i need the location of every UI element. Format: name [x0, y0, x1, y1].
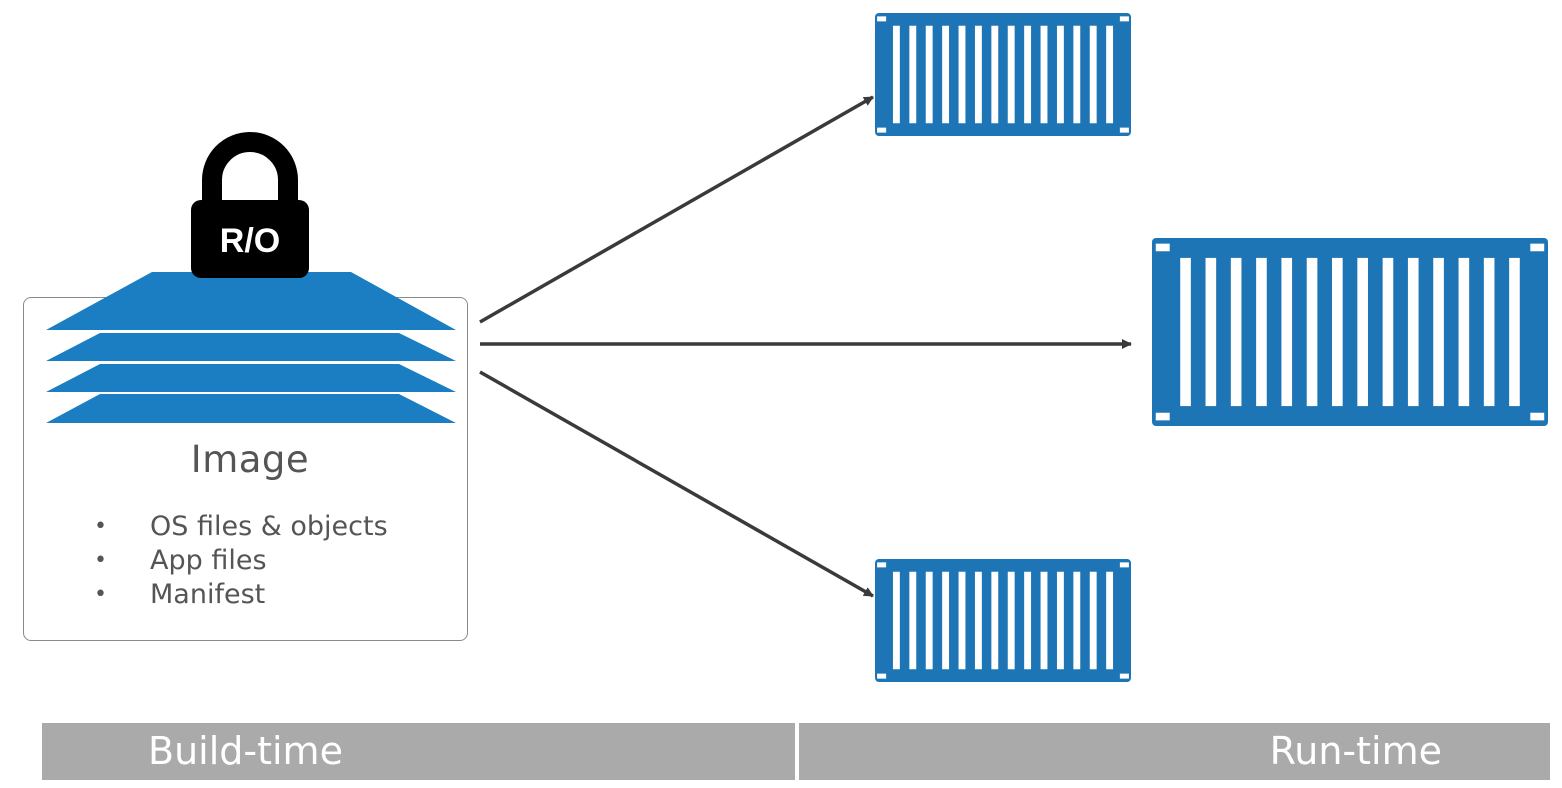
read-only-label: R/O — [220, 222, 280, 260]
shipping-container-icon — [1152, 238, 1548, 426]
container-stripe — [1073, 571, 1081, 670]
container-stripe — [958, 25, 966, 124]
container-stripe — [1106, 25, 1114, 124]
container-stripe — [1180, 257, 1191, 407]
list-item: Manifest — [90, 578, 388, 612]
image-layer — [46, 364, 456, 392]
image-layer — [46, 333, 456, 361]
image-title: Image — [190, 438, 310, 481]
timeline-run-time: Run-time — [799, 723, 1550, 780]
container-stripe — [1056, 25, 1064, 124]
container-stripe — [942, 571, 950, 670]
container-stripe — [1024, 25, 1032, 124]
container-stripe — [974, 25, 982, 124]
container-stripe — [1332, 257, 1343, 407]
container-stripe — [991, 25, 999, 124]
container-middle — [1152, 238, 1548, 426]
arrow-to-container-top — [479, 95, 874, 324]
shipping-container-icon — [875, 559, 1131, 682]
container-stripe — [1040, 25, 1048, 124]
container-stripe — [909, 25, 917, 124]
container-stripe — [974, 571, 982, 670]
image-layer — [46, 272, 456, 330]
container-stripe — [925, 25, 933, 124]
container-stripe — [925, 571, 933, 670]
container-stripe — [1509, 257, 1520, 407]
container-stripe — [1483, 257, 1495, 407]
container-stripe — [958, 571, 966, 670]
container-stripe — [942, 25, 950, 124]
image-contents-list: OS files & objects App files Manifest — [90, 510, 388, 612]
image-layers: R/O — [46, 132, 456, 423]
run-time-label: Run-time — [1269, 729, 1442, 773]
container-stripe — [892, 571, 900, 670]
image-layer — [46, 394, 456, 423]
container-stripe — [1007, 571, 1015, 670]
container-stripe — [1056, 571, 1064, 670]
container-top — [875, 13, 1131, 136]
container-stripe — [909, 571, 917, 670]
timeline-build-time: Build-time — [42, 723, 795, 780]
list-item: App files — [90, 544, 388, 578]
container-stripe — [1089, 25, 1097, 124]
container-stripe — [1040, 571, 1048, 670]
container-stripe — [1306, 257, 1318, 407]
container-stripe — [1230, 257, 1242, 407]
container-stripe — [1357, 257, 1368, 407]
container-bottom — [875, 559, 1131, 682]
container-stripe — [1073, 25, 1081, 124]
container-stripe — [1256, 257, 1267, 407]
container-stripe — [1407, 257, 1419, 407]
container-stripe — [1281, 257, 1293, 407]
container-stripe — [1205, 257, 1217, 407]
list-item: OS files & objects — [90, 510, 388, 544]
container-stripe — [1024, 571, 1032, 670]
build-time-label: Build-time — [148, 729, 343, 773]
padlock-icon: R/O — [191, 132, 309, 278]
container-stripe — [1382, 257, 1394, 407]
container-stripe — [892, 25, 900, 124]
container-stripe — [1458, 257, 1470, 407]
layer-stack-icon — [46, 272, 456, 423]
container-stripe — [1433, 257, 1444, 407]
container-stripe — [1089, 571, 1097, 670]
container-stripe — [1007, 25, 1015, 124]
container-stripe — [1106, 571, 1114, 670]
container-stripe — [991, 571, 999, 670]
arrow-to-container-bottom — [479, 370, 874, 598]
shipping-container-icon — [875, 13, 1131, 136]
